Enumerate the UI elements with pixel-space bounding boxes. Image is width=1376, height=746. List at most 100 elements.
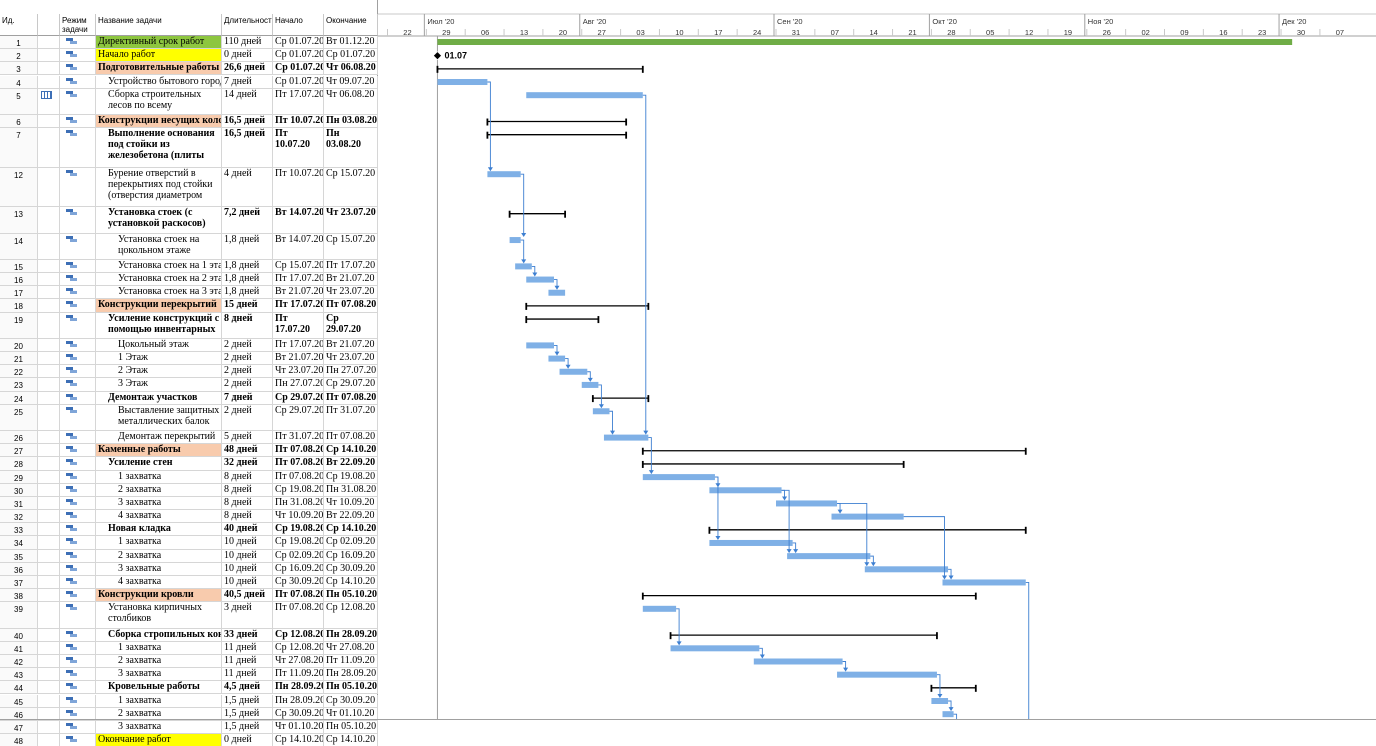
task-name[interactable]: Выставление защитных металлических балок [96,404,222,431]
task-name[interactable]: Цокольный этаж [96,338,222,352]
column-header-duration[interactable]: Длительность [222,14,273,36]
task-name[interactable]: 3 Этаж [96,378,222,391]
task-name[interactable]: 4 захватка [96,510,222,523]
task-name[interactable]: Установка кирпичных столбиков [96,602,222,628]
task-name[interactable]: 3 захватка [96,496,222,510]
task-name[interactable]: 1 захватка [96,694,222,707]
task-name[interactable]: Сборка стропильных конструкций [96,628,222,641]
task-name[interactable]: Бурение отверстий в перекрытиях под стой… [96,167,222,207]
task-name[interactable]: Установка стоек на 1 этаже [96,259,222,273]
task-name[interactable]: 1 захватка [96,641,222,654]
column-header-start[interactable]: Начало [273,14,324,36]
auto-schedule-icon [66,288,77,295]
task-name[interactable]: Подготовительные работы [96,62,222,75]
task-name[interactable]: 2 захватка [96,654,222,668]
task-name[interactable]: 1 захватка [96,536,222,549]
task-name[interactable]: Демонтаж перекрытий [96,431,222,444]
task-name[interactable]: Установка стоек на 3 этаже [96,286,222,299]
task-name[interactable]: 2 Этаж [96,365,222,378]
task-name[interactable]: 2 захватка [96,707,222,720]
task-name[interactable]: Кровельные работы [96,681,222,694]
column-header-finish[interactable]: Окончание [324,14,378,36]
task-name[interactable]: Усиление стен [96,457,222,470]
task-name[interactable]: Начало работ [96,49,222,62]
task-name[interactable]: 3 захватка [96,720,222,733]
column-header-name[interactable]: Название задачи [96,14,222,36]
column-header-id[interactable]: Ид. [0,14,38,36]
task-name[interactable]: Сборка строительных лесов по всему [96,88,222,114]
task-name[interactable]: Демонтаж участков [96,391,222,404]
task-name[interactable]: Каменные работы [96,444,222,457]
task-name[interactable]: Конструкции кровли [96,589,222,602]
task-name[interactable]: 1 Этаж [96,352,222,365]
task-name[interactable]: Директивный срок работ [96,36,222,49]
task-name[interactable]: 2 захватка [96,549,222,562]
dependency-link [565,358,569,368]
task-name[interactable]: 1 захватка [96,470,222,483]
task-name[interactable]: Установка стоек (с установкой раскосов) [96,207,222,233]
task-name[interactable]: 3 захватка [96,668,222,681]
task-name[interactable]: 2 захватка [96,483,222,496]
task-name[interactable]: Установка стоек на цокольном этаже [96,233,222,259]
task-name[interactable]: Усиление конструкций с помощью инвентарн… [96,312,222,338]
indicator-cell [38,36,60,49]
task-name[interactable]: Выполнение основания под стойки из желез… [96,128,222,167]
task-bar [515,263,532,270]
task-name[interactable]: Конструкции несущих колонн [96,115,222,128]
task-name[interactable]: Конструкции перекрытий [96,299,222,312]
task-name[interactable]: 4 захватка [96,575,222,589]
task-name[interactable]: Установка стоек на 2 этаже [96,273,222,286]
column-header-indicators[interactable]: i [38,14,60,36]
task-name[interactable]: 3 захватка [96,562,222,575]
task-name-text: Установка стоек на 3 этаже [118,286,221,298]
task-name[interactable]: Окончание работ [96,734,222,746]
column-header-mode[interactable]: Режим задачи [60,14,96,36]
task-name[interactable]: Новая кладка [96,523,222,536]
task-name[interactable]: Устройство бытового городка [96,75,222,88]
